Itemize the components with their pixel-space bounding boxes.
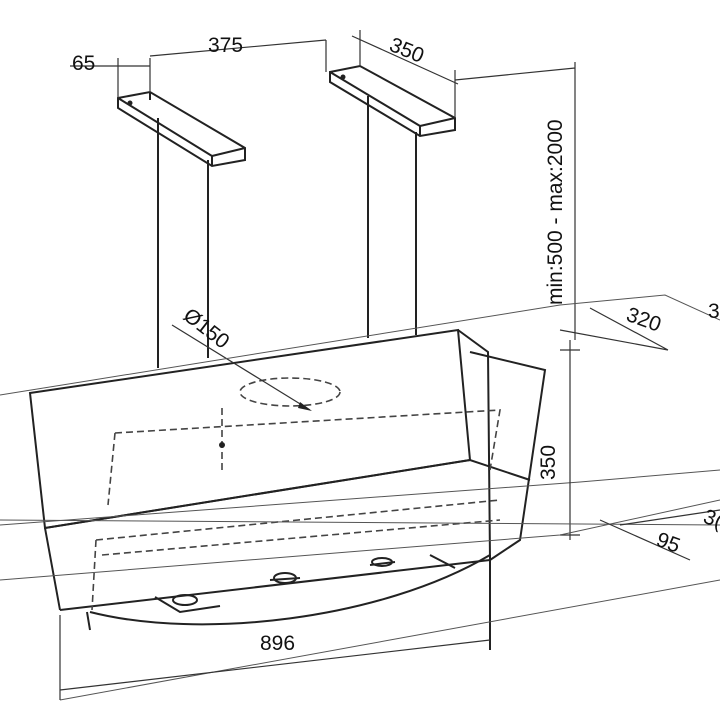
dimension-label-350-top: 350: [386, 33, 427, 67]
width-dimension-line: [59, 615, 491, 700]
dimension-label-cut-bottom: 3(: [700, 505, 720, 533]
dimension-label-cut-top: 3: [708, 300, 720, 323]
right-ceiling-bracket: [329, 64, 456, 138]
top-dimension-lines: [70, 30, 576, 340]
right-dimension-lines: [0, 294, 720, 701]
support-rods: [157, 96, 417, 368]
left-ceiling-bracket: [117, 90, 246, 168]
dimension-label-896: 896: [260, 632, 295, 655]
dimension-label-95: 95: [653, 528, 683, 558]
dimension-label-320: 320: [623, 303, 664, 337]
hood-body: [28, 328, 547, 650]
dimension-label-350-height: 350: [537, 445, 560, 480]
hidden-lines: [91, 377, 501, 611]
duct-diameter-leader: [171, 324, 312, 411]
dimension-label-375: 375: [208, 34, 243, 57]
dimension-label-65: 65: [72, 52, 95, 75]
dimension-label-height-range: min:500 - max:2000: [544, 119, 567, 305]
